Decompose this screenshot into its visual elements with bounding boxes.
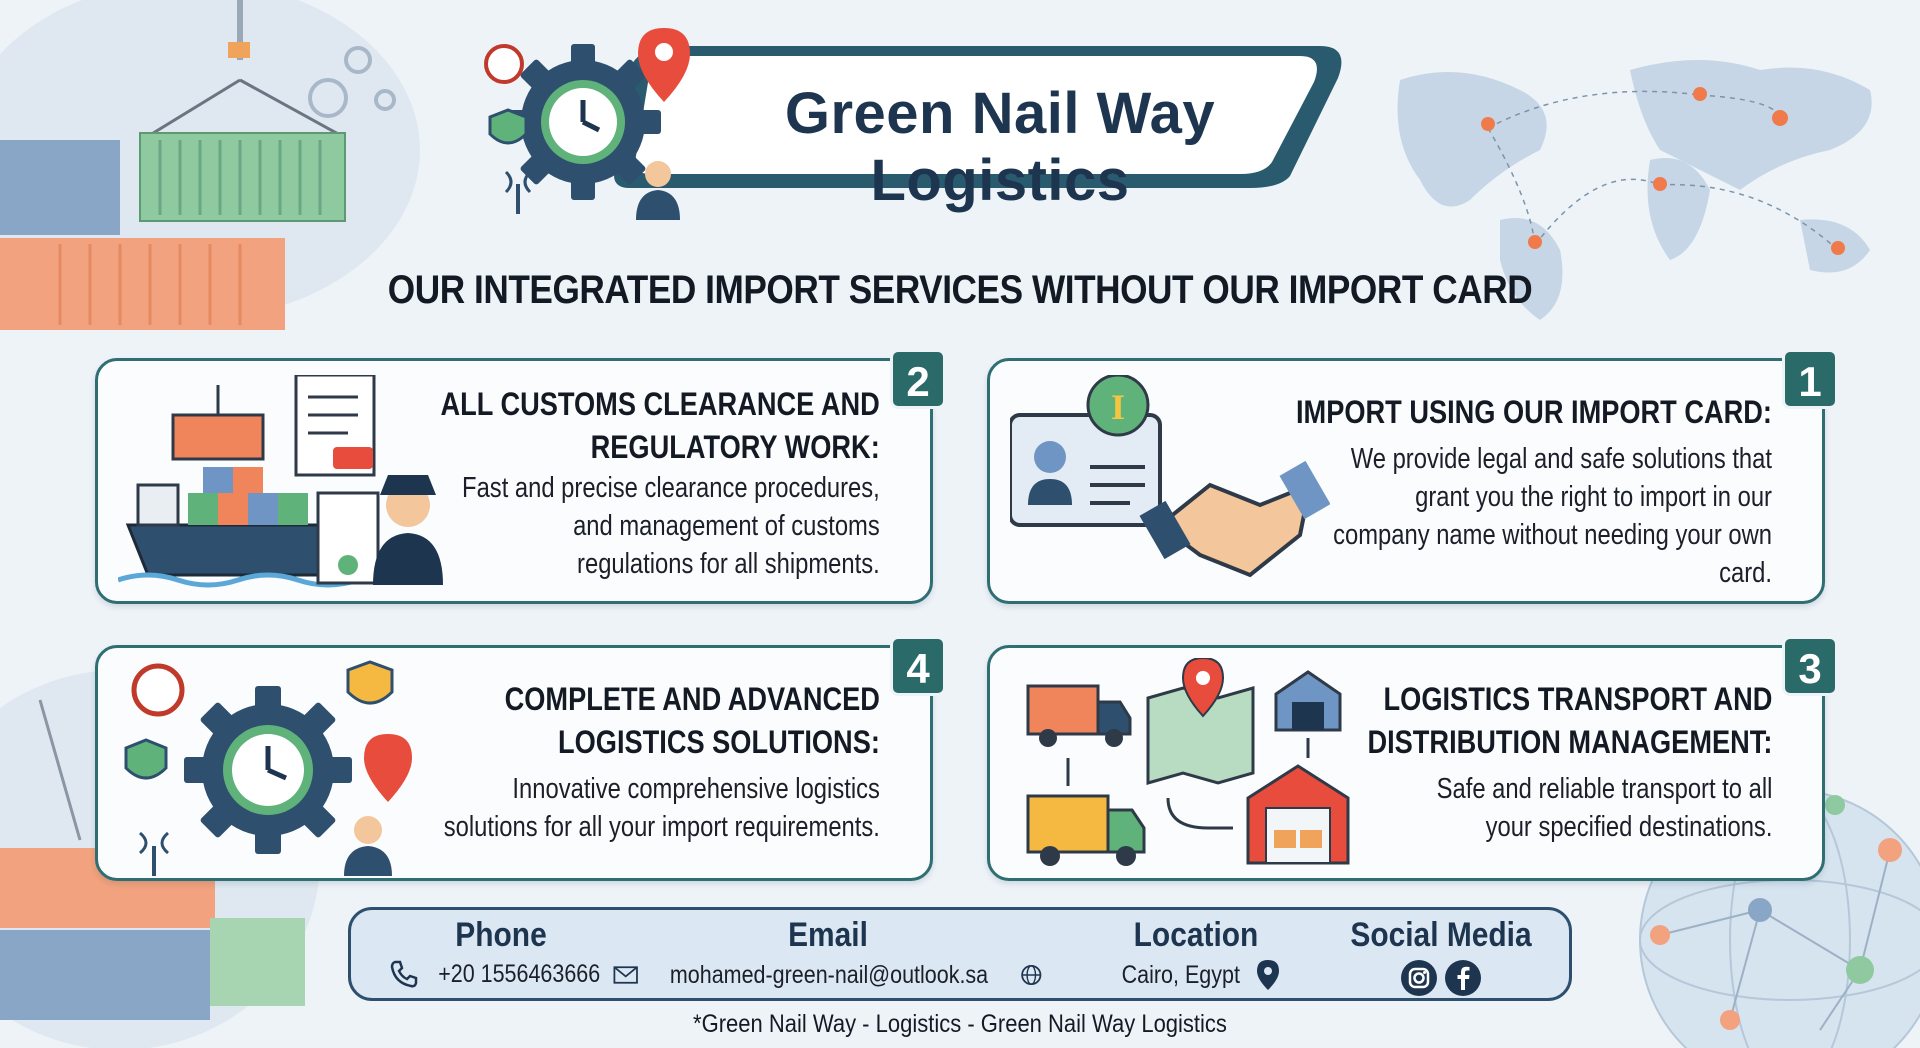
- service-card-import-card: 1 I IMPORT USING OUR IMPORT CARD: We pro…: [987, 349, 1838, 604]
- svg-text:I: I: [1111, 387, 1125, 427]
- gear-clock-solutions-icon: [124, 660, 412, 876]
- map-pin-icon: [1481, 87, 1845, 255]
- card-text: COMPLETE AND ADVANCED LOGISTICS SOLUTION…: [348, 678, 880, 846]
- card-title: LOGISTICS SOLUTIONS:: [558, 724, 880, 760]
- hanging-container-icon: [139, 0, 346, 222]
- service-card-customs: 2 ALL CUSTOMS CLEARANCE AND REGULATORY W…: [95, 349, 946, 604]
- card-title: COMPLETE AND ADVANCED: [504, 681, 880, 717]
- card-title: LOGISTICS TRANSPORT AND: [1383, 681, 1772, 717]
- card-text: IMPORT USING OUR IMPORT CARD: We provide…: [1212, 391, 1772, 592]
- page-headline: OUR INTEGRATED IMPORT SERVICES WITHOUT O…: [387, 268, 1533, 312]
- facebook-icon[interactable]: [1444, 959, 1482, 997]
- id-card-handshake-icon: I: [1010, 375, 1330, 578]
- card-description: company name without needing your own: [1333, 519, 1772, 551]
- footer-caption: *Green Nail Way - Logistics - Green Nail…: [693, 1010, 1227, 1038]
- contact-heading: Email: [788, 916, 868, 954]
- card-number-badge: 1: [1782, 349, 1838, 409]
- world-map-graphic: [1397, 60, 1872, 320]
- service-card-logistics-solutions: 4 COMPLETE AND ADVANCED LOGISTICS SOLUTI…: [95, 636, 946, 881]
- card-description: card.: [1719, 557, 1772, 589]
- card-number-badge: 4: [890, 636, 946, 696]
- logo-gear-clock-icon: [484, 28, 690, 220]
- card-text: LOGISTICS TRANSPORT AND DISTRIBUTION MAN…: [1296, 678, 1772, 846]
- location-text: Cairo, Egypt: [1121, 960, 1241, 989]
- contact-bar: Phone +20 1556463666 Email mohamed-green…: [348, 907, 1572, 1001]
- card-description: your specified destinations.: [1485, 811, 1772, 843]
- contact-email: Email mohamed-green-nail@outlook.sa: [613, 916, 1043, 991]
- card-description: Innovative comprehensive logistics: [512, 773, 880, 805]
- card-description: and management of customs: [573, 510, 880, 542]
- phone-number[interactable]: +20 1556463666: [437, 959, 601, 988]
- card-title: ALL CUSTOMS CLEARANCE AND: [440, 386, 880, 422]
- card-description: Fast and precise clearance procedures,: [462, 472, 880, 504]
- card-number-badge: 2: [890, 349, 946, 409]
- envelope-icon: [613, 966, 638, 984]
- card-title: REGULATORY WORK:: [590, 429, 880, 465]
- instagram-icon[interactable]: [1400, 959, 1438, 997]
- globe-icon: [1021, 964, 1042, 986]
- contact-social: Social Media: [1321, 916, 1561, 997]
- card-text: ALL CUSTOMS CLEARANCE AND REGULATORY WOR…: [363, 383, 880, 583]
- truck-map-warehouse-icon: [1026, 658, 1350, 866]
- contact-location: Location Cairo, Egypt: [1086, 916, 1306, 991]
- card-description: We provide legal and safe solutions that: [1350, 443, 1772, 475]
- service-card-transport: 3 LOGISTICS TRANSPORT AND DISTRIBUTION M…: [987, 636, 1838, 881]
- phone-icon: [390, 960, 418, 988]
- contact-heading: Social Media: [1350, 916, 1532, 954]
- email-address[interactable]: mohamed-green-nail@outlook.sa: [670, 960, 989, 989]
- brand-banner: Green Nail Way Logistics: [590, 38, 1350, 213]
- brand-name: Green Nail Way Logistics: [784, 81, 1216, 213]
- contact-phone: Phone +20 1556463666: [371, 916, 631, 989]
- card-description: Safe and reliable transport to all: [1436, 773, 1772, 805]
- card-title: DISTRIBUTION MANAGEMENT:: [1367, 724, 1772, 760]
- map-pin-icon: [1256, 960, 1279, 990]
- card-number-badge: 3: [1782, 636, 1838, 696]
- contact-heading: Location: [1133, 916, 1259, 954]
- contact-heading: Phone: [455, 916, 547, 954]
- cargo-ship-customs-icon: [118, 375, 443, 588]
- card-description: regulations for all shipments.: [577, 548, 880, 580]
- card-title: IMPORT USING OUR IMPORT CARD:: [1296, 394, 1772, 430]
- card-description: grant you the right to import in our: [1415, 481, 1772, 513]
- card-description: solutions for all your import requiremen…: [443, 811, 880, 843]
